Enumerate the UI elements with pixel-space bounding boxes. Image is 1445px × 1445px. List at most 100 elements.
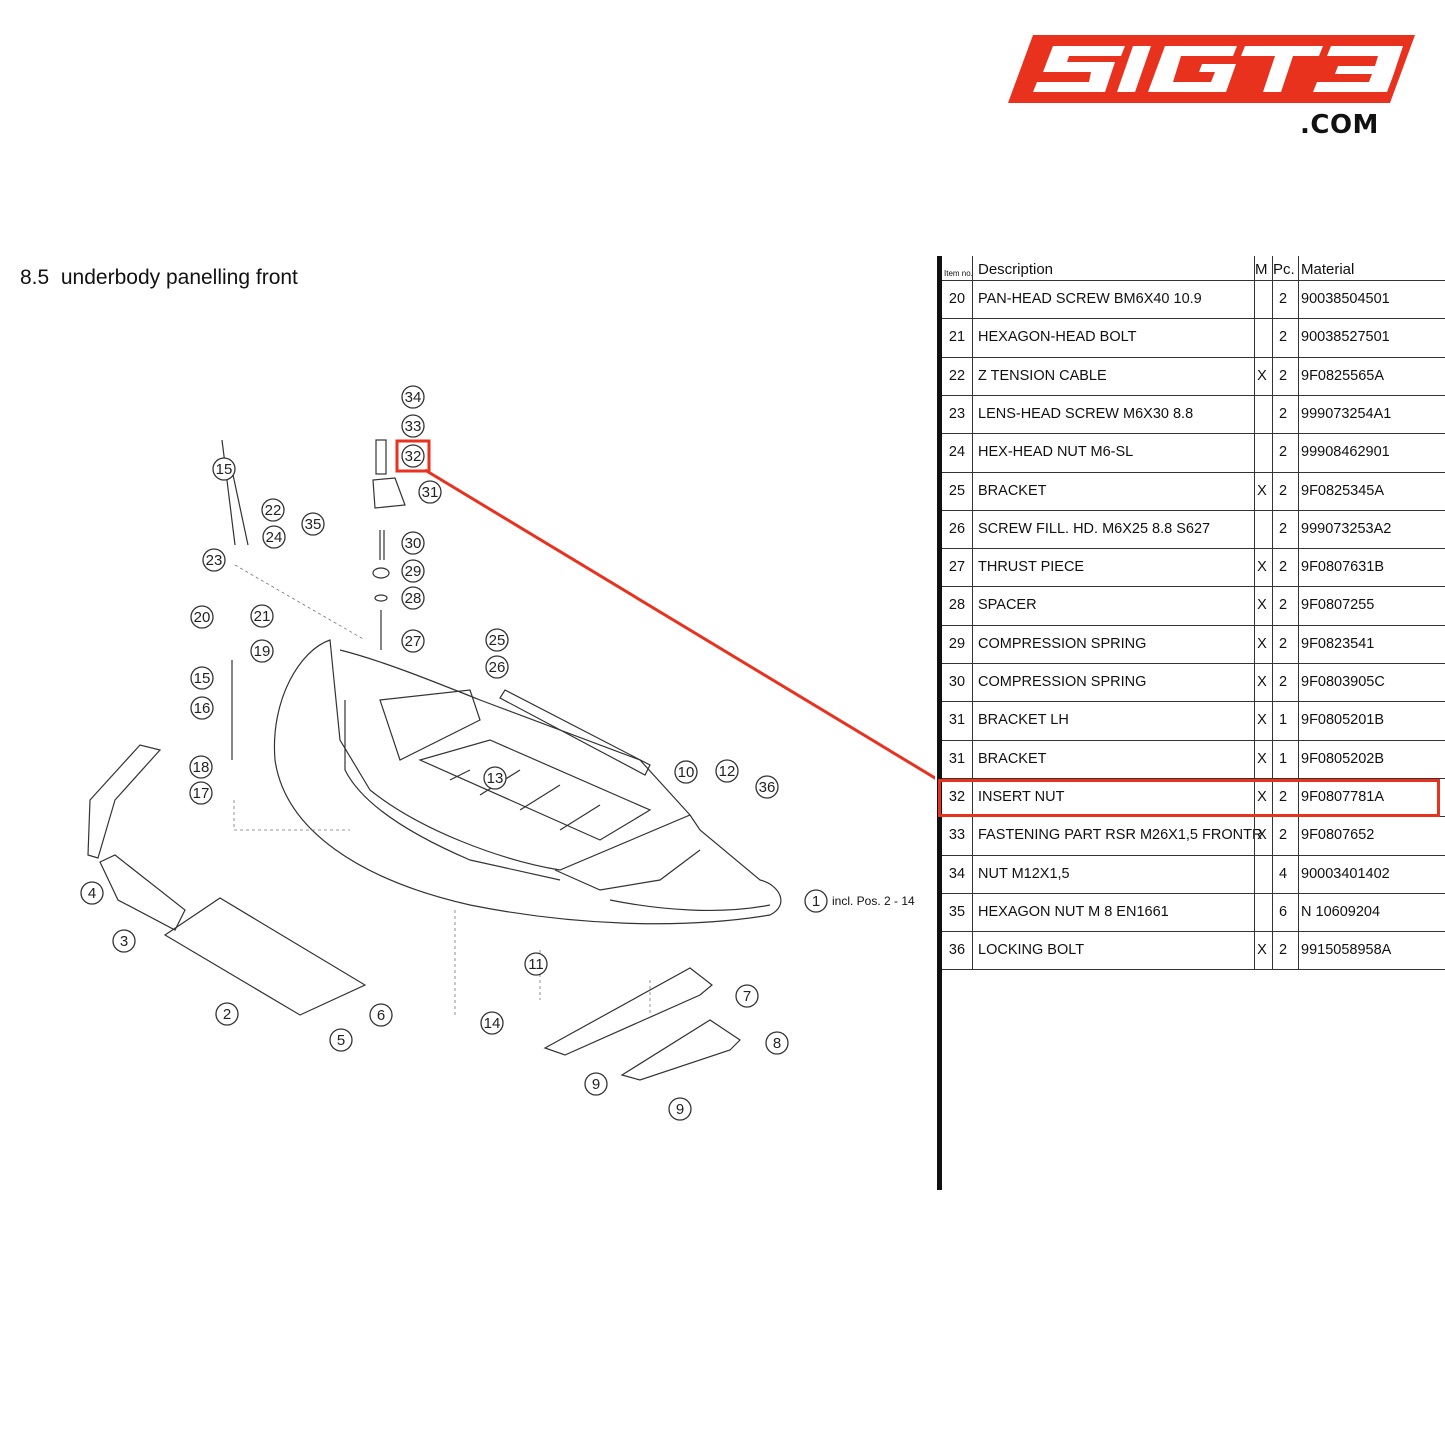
- callout-9[interactable]: 9: [668, 1097, 692, 1121]
- callout-label: 4: [88, 885, 96, 902]
- table-bottom-rule: [942, 969, 1445, 971]
- callout-17[interactable]: 17: [189, 781, 213, 805]
- callout-28[interactable]: 28: [401, 586, 425, 610]
- callout-36[interactable]: 36: [755, 775, 779, 799]
- callout-9[interactable]: 9: [584, 1072, 608, 1096]
- callout-circle: [190, 696, 214, 720]
- callout-18[interactable]: 18: [189, 755, 213, 779]
- callout-4[interactable]: 4: [80, 881, 104, 905]
- table-column-rule: [1298, 256, 1299, 970]
- panel-part-8: [620, 1019, 741, 1081]
- cell-m: X: [1257, 674, 1267, 690]
- callout-circle: [401, 629, 425, 653]
- cell-item: 32: [948, 788, 966, 805]
- cell-item: 26: [948, 520, 966, 537]
- callout-29[interactable]: 29: [401, 559, 425, 583]
- cell-item: 23: [948, 405, 966, 422]
- header-material: Material: [1301, 261, 1355, 278]
- callout-12[interactable]: 12: [715, 759, 739, 783]
- cell-m: X: [1257, 942, 1267, 959]
- callout-label: 34: [405, 389, 422, 406]
- cell-material: 9F0803905C: [1301, 674, 1385, 690]
- callout-1[interactable]: 1: [804, 889, 828, 913]
- callout-14[interactable]: 14: [480, 1011, 504, 1035]
- cell-description: Z TENSION CABLE: [978, 367, 1107, 384]
- cell-material: 9915058958A: [1301, 942, 1392, 959]
- callout-15[interactable]: 15: [212, 457, 236, 481]
- callout-label: 7: [743, 988, 751, 1005]
- callout-label: 9: [592, 1076, 600, 1093]
- panel-part-4: [87, 744, 162, 859]
- cell-m: X: [1257, 367, 1267, 384]
- callout-8[interactable]: 8: [765, 1031, 789, 1055]
- callout-label: 36: [759, 779, 776, 796]
- callout-3[interactable]: 3: [112, 929, 136, 953]
- cell-pc: 6: [1278, 903, 1288, 920]
- callout-circle: [261, 498, 285, 522]
- callout-13[interactable]: 13: [483, 766, 507, 790]
- callout-11[interactable]: 11: [524, 952, 548, 976]
- callout-20[interactable]: 20: [190, 605, 214, 629]
- callout-19[interactable]: 19: [250, 639, 274, 663]
- cell-material: N 10609204: [1301, 903, 1381, 920]
- cell-description: SCREW FILL. HD. M6X25 8.8 S627: [978, 520, 1211, 537]
- callout-32[interactable]: 32: [401, 444, 425, 468]
- cell-item: 27: [948, 559, 966, 576]
- callout-26[interactable]: 26: [485, 655, 509, 679]
- callout-27[interactable]: 27: [401, 629, 425, 653]
- callout-16[interactable]: 16: [190, 696, 214, 720]
- cell-material: 9F0807781A: [1301, 788, 1385, 805]
- cell-pc: 2: [1278, 367, 1288, 384]
- cell-item: 31: [948, 750, 966, 767]
- callout-label: 10: [678, 764, 695, 781]
- sigt3-logo[interactable]: [1005, 30, 1420, 145]
- panel-part-7: [543, 967, 713, 1056]
- callout-23[interactable]: 23: [202, 548, 226, 572]
- cell-item: 36: [948, 942, 966, 959]
- callout-25[interactable]: 25: [485, 628, 509, 652]
- callout-7[interactable]: 7: [735, 984, 759, 1008]
- callout-21[interactable]: 21: [250, 604, 274, 628]
- callout-33[interactable]: 33: [401, 414, 425, 438]
- callout-circle: [765, 1031, 789, 1055]
- cell-item: 33: [948, 827, 966, 844]
- callout-15[interactable]: 15: [190, 666, 214, 690]
- callout-31[interactable]: 31: [418, 480, 442, 504]
- callout-22[interactable]: 22: [261, 498, 285, 522]
- callout-35[interactable]: 35: [301, 512, 325, 536]
- cell-material: 9F0825345A: [1301, 482, 1385, 499]
- callout-label: 23: [206, 552, 223, 569]
- callout-34[interactable]: 34: [401, 385, 425, 409]
- callout-6[interactable]: 6: [369, 1003, 393, 1027]
- callout-10[interactable]: 10: [674, 760, 698, 784]
- callout-label: 20: [194, 609, 211, 626]
- callout-24[interactable]: 24: [262, 525, 286, 549]
- callout-2[interactable]: 2: [215, 1002, 239, 1026]
- callout-circle: [215, 1002, 239, 1026]
- callout-circle: [80, 881, 104, 905]
- callout-5[interactable]: 5: [329, 1028, 353, 1052]
- callout-circle: [418, 480, 442, 504]
- callout-circle: [112, 929, 136, 953]
- callout-30[interactable]: 30: [401, 531, 425, 555]
- callout-label: 11: [528, 956, 544, 973]
